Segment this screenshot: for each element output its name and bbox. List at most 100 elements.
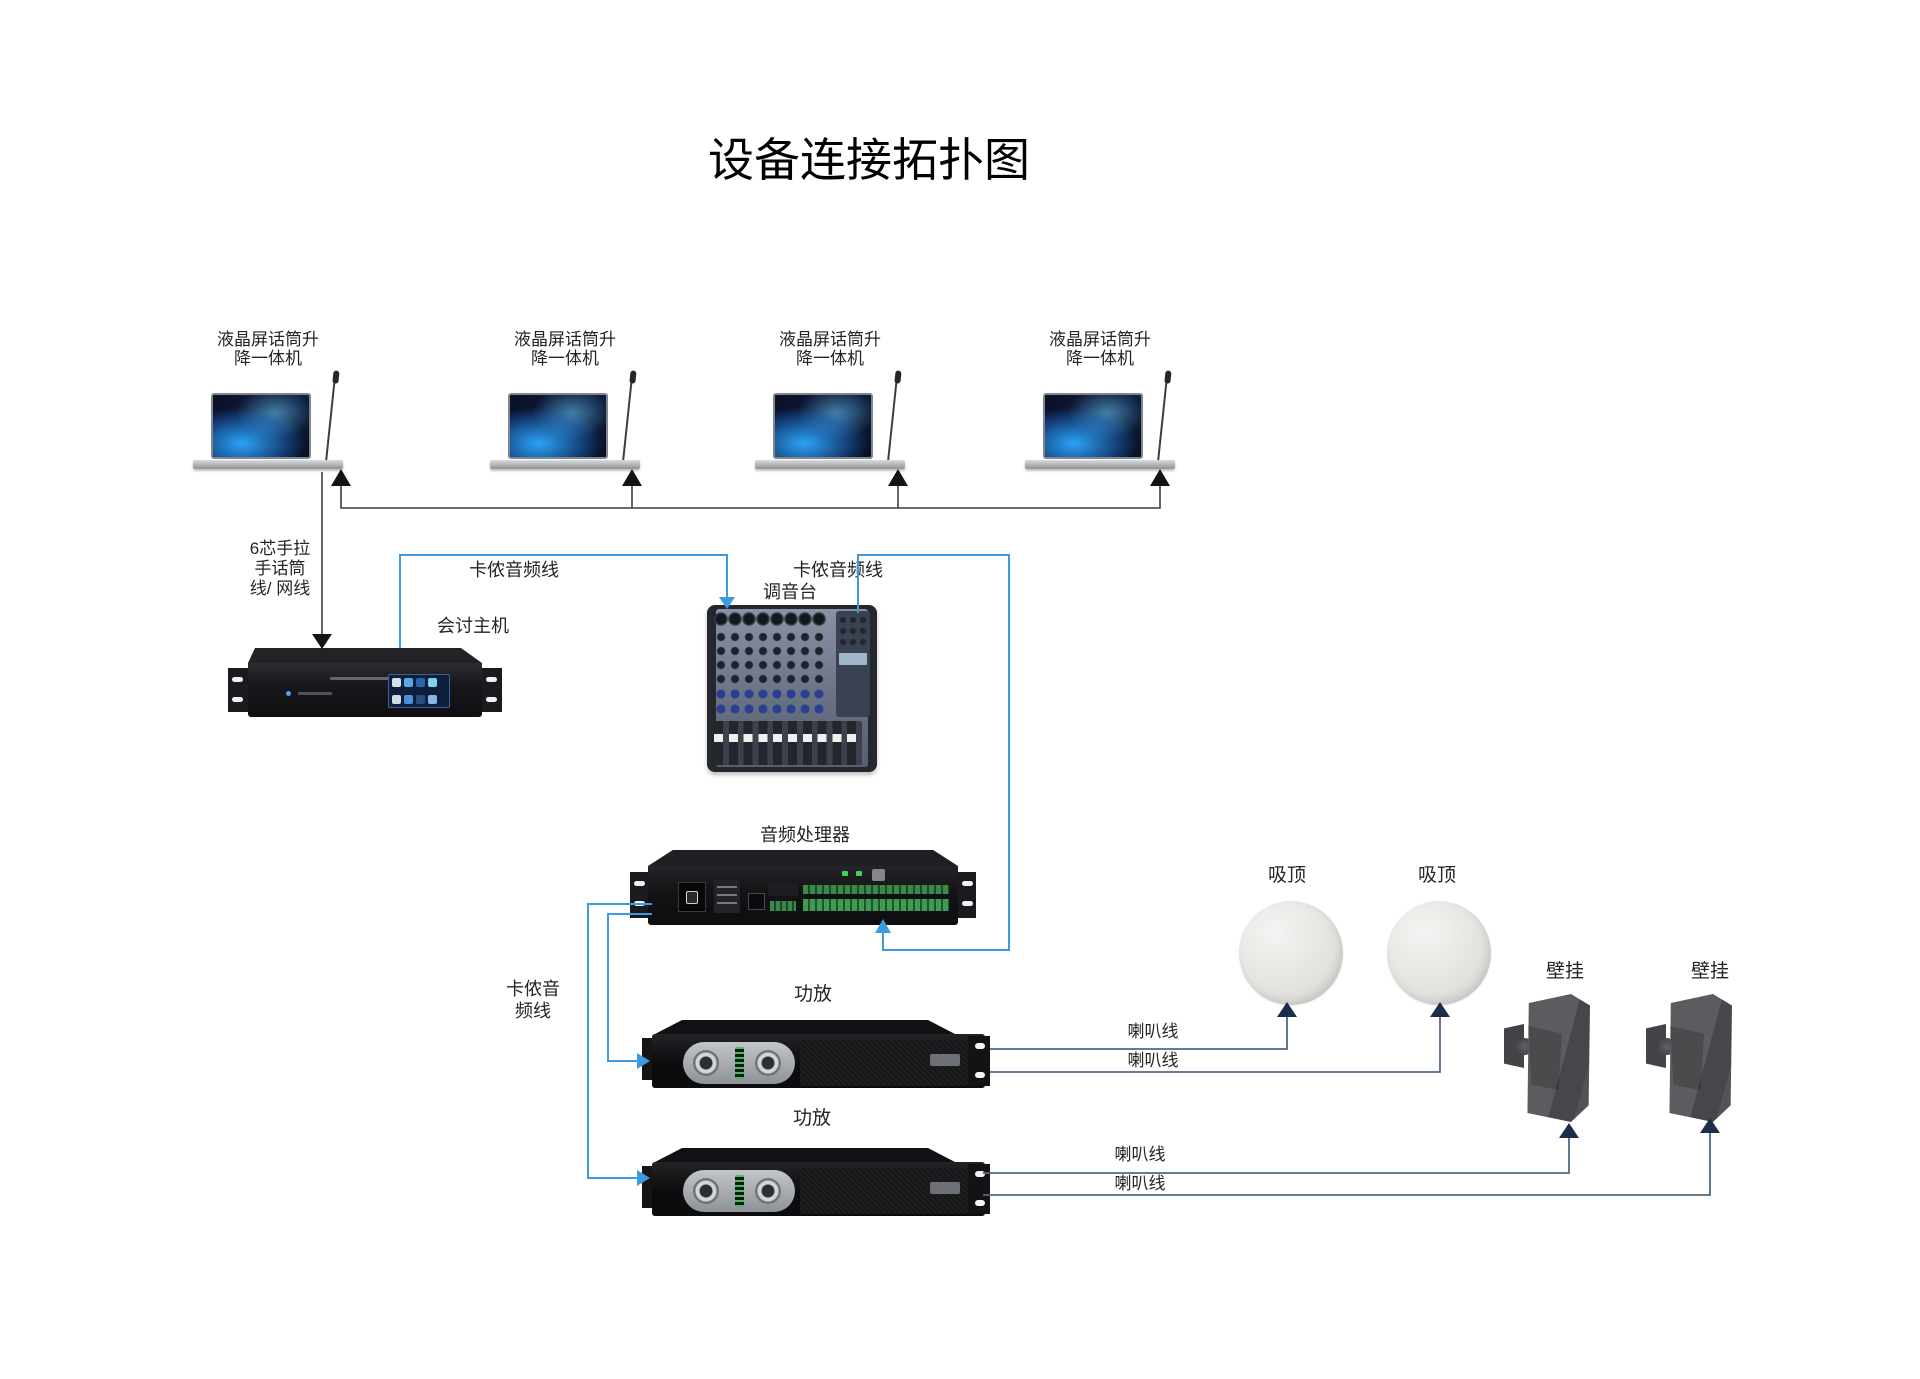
mic-bus-line — [340, 486, 1161, 509]
status-led-icon — [856, 871, 862, 876]
speaker-line-label-4: 喇叭线 — [1114, 1174, 1166, 1193]
amp-grille — [800, 1040, 968, 1086]
laptop-base — [490, 460, 640, 469]
speaker-line-1 — [990, 1017, 1288, 1050]
wall-speaker-2 — [1646, 992, 1732, 1124]
processor-connector — [768, 883, 798, 896]
amp-logo-plate — [930, 1182, 960, 1194]
arrow-up-icon — [1430, 1002, 1450, 1017]
speaker-line-4 — [983, 1133, 1711, 1196]
speaker-line-label-3: 喇叭线 — [1114, 1145, 1166, 1164]
rack-ear — [968, 1036, 990, 1086]
arrow-up-icon — [1277, 1002, 1297, 1017]
mixer-faders — [714, 721, 862, 765]
arrow-right-icon — [637, 1053, 650, 1069]
ceiling-speaker-1 — [1239, 901, 1343, 1005]
xlr-cable-processor-amp1 — [607, 913, 652, 1062]
mixer-eq-knobs — [714, 687, 826, 717]
arrow-up-icon — [1150, 469, 1170, 486]
speaker-line-label-2: 喇叭线 — [1127, 1051, 1179, 1070]
gain-knob-icon — [693, 1050, 719, 1076]
mixer-display — [839, 653, 867, 665]
terminal-block — [803, 885, 949, 894]
rack-ear — [228, 668, 248, 712]
ceiling-speaker-label-1: 吸顶 — [1267, 865, 1306, 886]
xlr-cable-label-right: 卡侬音频线 — [793, 560, 883, 580]
amplifier-1 — [642, 1020, 990, 1092]
wall-bracket — [1504, 1024, 1524, 1068]
laptop-base — [193, 460, 343, 469]
speaker-line-3 — [983, 1138, 1570, 1174]
rack-ear — [482, 668, 502, 712]
wall-speaker-label-2: 壁挂 — [1690, 961, 1729, 982]
laptop-base — [755, 460, 905, 469]
terminal-block — [770, 901, 796, 911]
wall-speaker-1 — [1504, 992, 1590, 1124]
conference-host-top — [248, 648, 482, 663]
host-panel-text — [298, 692, 332, 695]
arrow-down-icon — [719, 597, 735, 609]
arrow-up-icon — [1559, 1123, 1579, 1138]
handheld-mic-cable-label: 6芯手拉 手话筒 线/ 网线 — [249, 539, 311, 599]
wall-speaker-label-1: 壁挂 — [1545, 961, 1584, 982]
laptop-screen — [508, 393, 608, 459]
gain-knob-icon — [755, 1178, 781, 1204]
terminal-block — [803, 899, 949, 911]
mic-lift-unit-3: 液晶屏话筒升 降一体机 — [755, 330, 905, 475]
laptop-screen — [211, 393, 311, 459]
laptop-base — [1025, 460, 1175, 469]
amp-front-panel — [683, 1170, 795, 1212]
arrow-up-icon — [622, 469, 642, 486]
mixer-label: 调音台 — [763, 582, 817, 602]
arrow-up-icon — [331, 469, 351, 486]
power-led-icon — [286, 691, 291, 696]
processor-module — [714, 880, 740, 913]
wall-bracket — [1646, 1024, 1666, 1068]
xlr-cable-label-left: 卡侬音频线 — [469, 560, 559, 580]
processor-connector — [872, 869, 885, 881]
xlr-cable-processor-amp2 — [587, 903, 652, 1179]
xlr-cable-mixer-processor — [857, 554, 1010, 951]
arrow-right-icon — [637, 1170, 650, 1186]
arrow-down-icon — [312, 634, 332, 649]
arrow-up-icon — [875, 919, 891, 933]
ethernet-port — [748, 893, 765, 910]
arrow-up-icon — [888, 469, 908, 486]
gain-knob-icon — [755, 1050, 781, 1076]
mic-lift-unit-label: 液晶屏话筒升 降一体机 — [514, 330, 616, 368]
vu-meter — [735, 1047, 744, 1079]
ceiling-speaker-2 — [1387, 901, 1491, 1005]
mixer-master-section — [836, 611, 870, 717]
amp-front-panel — [683, 1042, 795, 1084]
host-touchscreen — [388, 674, 450, 708]
mic-lift-unit-label: 液晶屏话筒升 降一体机 — [1049, 330, 1151, 368]
mic-lift-unit-2: 液晶屏话筒升 降一体机 — [490, 330, 640, 475]
host-panel-text — [330, 677, 402, 680]
laptop-screen — [773, 393, 873, 459]
mixer-input-jacks — [714, 611, 826, 627]
amplifier-label-2: 功放 — [792, 1108, 831, 1129]
gain-knob-icon — [693, 1178, 719, 1204]
speaker-line-label-1: 喇叭线 — [1127, 1022, 1179, 1041]
amplifier-2 — [642, 1148, 990, 1220]
amplifier-label-1: 功放 — [793, 984, 832, 1005]
power-inlet — [678, 882, 706, 912]
xlr-cable-label-amps: 卡侬音 频线 — [506, 979, 560, 1021]
mic-lift-unit-4: 液晶屏话筒升 降一体机 — [1025, 330, 1175, 475]
mic-lift-unit-label: 液晶屏话筒升 降一体机 — [217, 330, 319, 368]
audio-processor-top — [648, 850, 958, 866]
amp-grille — [800, 1168, 968, 1214]
speaker-line-2 — [990, 1017, 1441, 1073]
amp-logo-plate — [930, 1054, 960, 1066]
arrow-up-icon — [1700, 1118, 1720, 1133]
mic-lift-unit-label: 液晶屏话筒升 降一体机 — [779, 330, 881, 368]
host-label: 会讨主机 — [437, 616, 509, 636]
ceiling-speaker-label-2: 吸顶 — [1417, 865, 1456, 886]
processor-label: 音频处理器 — [760, 825, 850, 845]
laptop-screen — [1043, 393, 1143, 459]
mic-lift-unit-1: 液晶屏话筒升 降一体机 — [193, 330, 343, 475]
page-title: 设备连接拓扑图 — [708, 134, 1030, 186]
rack-ear — [958, 872, 976, 918]
